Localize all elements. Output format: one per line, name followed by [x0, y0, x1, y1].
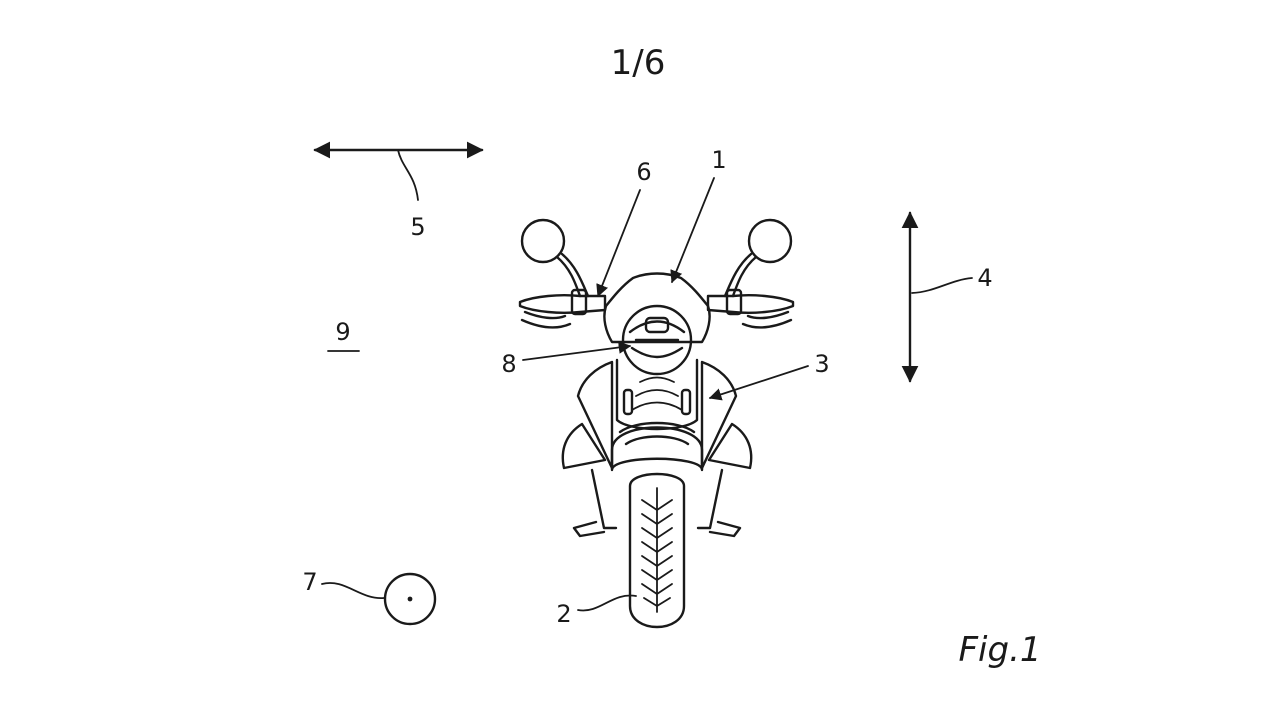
leader-line-2 — [577, 594, 637, 612]
ref-numeral-3: 3 — [814, 350, 829, 378]
motorcycle-front-view — [518, 218, 795, 629]
lateral-direction-arrow — [313, 141, 484, 201]
leader-line-8 — [522, 341, 632, 361]
leader-line-6 — [596, 189, 641, 298]
sheet-number: 1/6 — [611, 43, 666, 83]
leader-line-3 — [708, 365, 809, 401]
figure-caption: Fig.1 — [958, 630, 1041, 670]
longitudinal-direction-arrow — [901, 211, 973, 383]
ref-numeral-6: 6 — [636, 158, 651, 186]
external-object — [321, 572, 437, 626]
ref-numeral-9: 9 — [335, 318, 350, 346]
ref-numeral-2: 2 — [556, 600, 571, 628]
ref-numeral-4: 4 — [977, 264, 992, 292]
leader-line-1 — [670, 177, 715, 284]
ref-numeral-1: 1 — [711, 146, 726, 174]
ref-numeral-7: 7 — [302, 568, 317, 596]
ref-numeral-8: 8 — [501, 350, 516, 378]
ref-numeral-5: 5 — [410, 213, 425, 241]
